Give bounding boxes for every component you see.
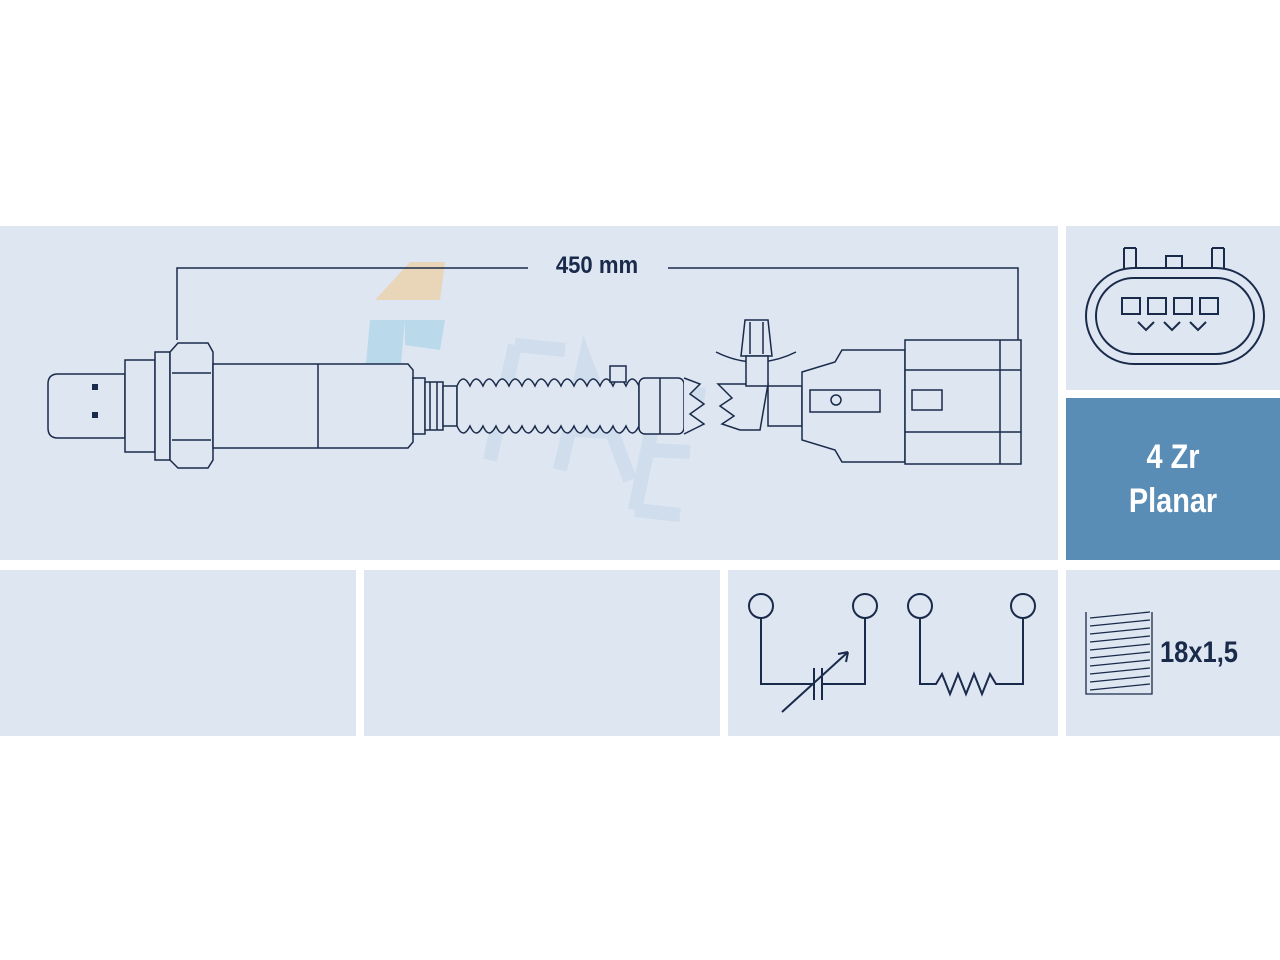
oxygen-sensor-drawing bbox=[47, 319, 1022, 469]
sensor-type-line1: 4 Zr bbox=[1146, 438, 1200, 476]
terminal-3-icon bbox=[907, 593, 933, 619]
sensor-tip bbox=[47, 373, 126, 439]
cable-sleeve bbox=[456, 365, 706, 435]
thread-size-label: 18x1,5 bbox=[1160, 636, 1239, 669]
connector-face-icon bbox=[1085, 247, 1265, 365]
connector-plug bbox=[767, 339, 1022, 465]
length-dimension-label: 450 mm bbox=[555, 252, 639, 279]
wiring-schematic bbox=[748, 593, 1036, 713]
sensor-type-panel bbox=[1066, 398, 1280, 560]
wiring-schematic-panel bbox=[728, 570, 1058, 736]
dimension-line bbox=[176, 267, 1019, 340]
heater-resistor-icon bbox=[919, 618, 1024, 697]
empty-panel-1 bbox=[0, 570, 356, 736]
terminal-2-icon bbox=[852, 593, 878, 619]
mounting-clip bbox=[715, 319, 797, 431]
thread-panel bbox=[1066, 570, 1280, 736]
empty-panel-2 bbox=[364, 570, 720, 736]
thread-icon bbox=[1085, 611, 1153, 695]
terminal-4-icon bbox=[1010, 593, 1036, 619]
hex-nut bbox=[169, 342, 214, 469]
sensor-housing bbox=[212, 363, 414, 449]
sensor-type-line2: Planar bbox=[1128, 482, 1218, 520]
terminal-1-icon bbox=[748, 593, 774, 619]
variable-resistor-icon bbox=[760, 618, 866, 713]
